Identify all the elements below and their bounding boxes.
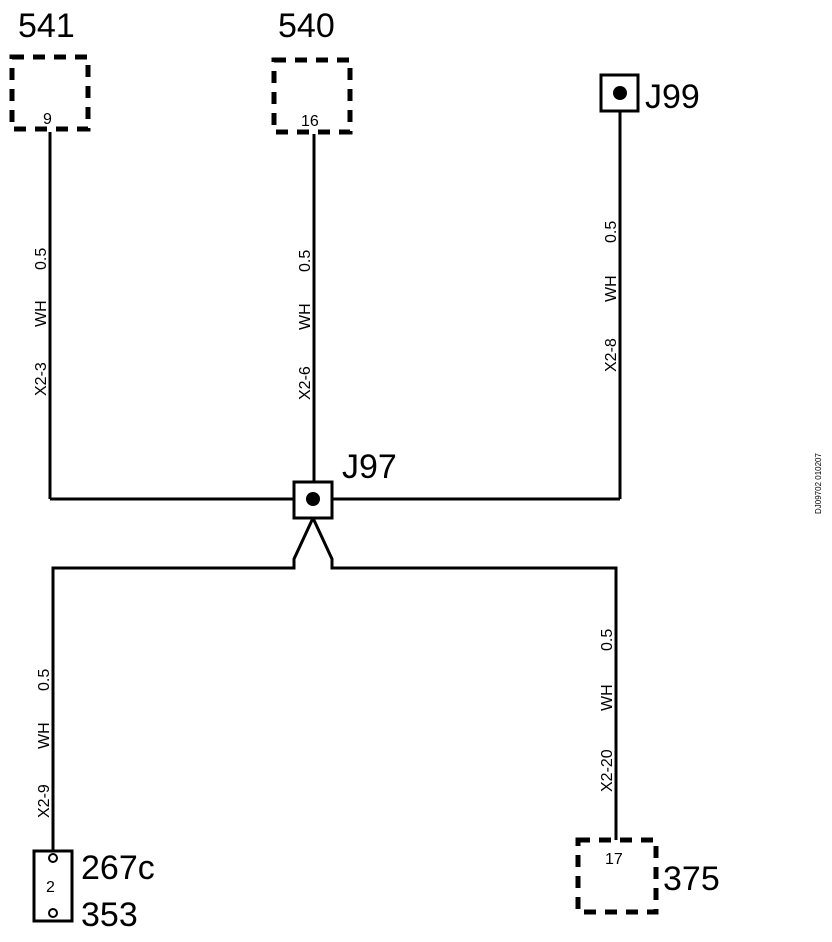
component-540: 540 16	[271, 7, 353, 135]
wire-label-x2-20: 0.5 WH X2-20	[599, 629, 616, 792]
wire-circuit: X2-8	[603, 338, 620, 372]
component-541-pin: 9	[43, 111, 52, 128]
component-541-label: 541	[18, 7, 75, 45]
component-375: 17 375	[575, 837, 720, 915]
component-375-label: 375	[663, 860, 720, 898]
drawing-code: DJ09702 010207	[814, 453, 823, 514]
component-375-box	[575, 837, 659, 915]
connector-j99-dot	[613, 86, 627, 100]
wire-color: WH	[599, 684, 616, 711]
wire-size: 0.5	[297, 250, 314, 272]
wire-circuit: X2-3	[33, 362, 50, 396]
component-267c: 2 267c 353	[32, 849, 155, 934]
component-267c-label: 267c	[81, 849, 155, 887]
wire-size: 0.5	[36, 669, 53, 691]
wire-label-x2-8: 0.5 WH X2-8	[603, 221, 620, 372]
component-541: 541 9	[9, 7, 91, 132]
component-375-pin: 17	[605, 851, 623, 868]
wire-color: WH	[603, 275, 620, 302]
wire-x2-9	[51, 517, 315, 852]
wire-circuit: X2-9	[36, 784, 53, 818]
wire-size: 0.5	[599, 629, 616, 651]
wire-label-x2-6: 0.5 WH X2-6	[297, 250, 314, 400]
wire-label-x2-3: 0.5 WH X2-3	[33, 248, 50, 396]
wire-size: 0.5	[33, 248, 50, 270]
wire-circuit: X2-6	[297, 366, 314, 400]
splice-j97-label: J97	[342, 448, 397, 486]
wire-circuit: X2-20	[599, 749, 616, 792]
wire-color: WH	[36, 722, 53, 749]
terminal-bottom-icon	[48, 908, 58, 918]
connector-j99: J99	[599, 73, 700, 116]
wire-label-x2-9: 0.5 WH X2-9	[36, 669, 53, 818]
wire-size: 0.5	[603, 221, 620, 243]
splice-j97: J97	[292, 448, 397, 520]
component-540-label: 540	[278, 7, 335, 45]
wire-color: WH	[297, 303, 314, 330]
wire-x2-20	[311, 517, 618, 840]
component-541-box	[9, 54, 91, 132]
terminal-top-icon	[48, 853, 58, 863]
wire-color: WH	[33, 300, 50, 327]
component-540-box	[271, 57, 353, 135]
component-353-label: 353	[81, 896, 138, 934]
component-267c-pin: 2	[46, 879, 55, 896]
splice-j97-dot	[306, 492, 320, 506]
component-540-pin: 16	[301, 113, 319, 130]
connector-j99-label: J99	[645, 78, 700, 116]
